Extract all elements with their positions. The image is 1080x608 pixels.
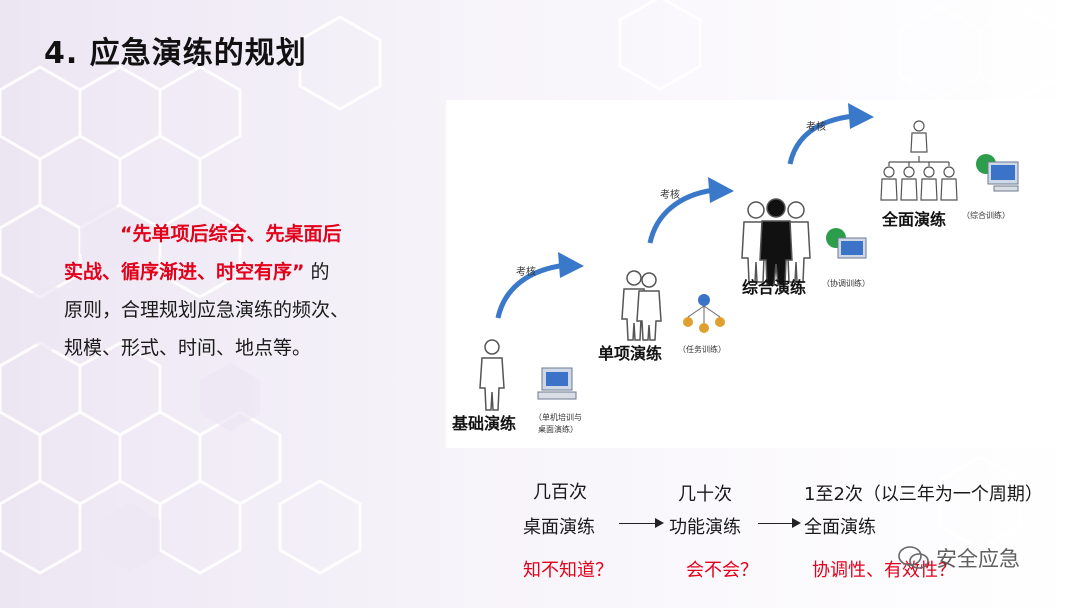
level-sub-combined: （协调训练） <box>822 279 870 288</box>
level-sub-basic-2: 桌面演练） <box>538 425 578 434</box>
progress-arrows <box>495 103 874 319</box>
person-basic-icon <box>479 339 505 411</box>
level-label-combined: 综合演练 <box>742 278 807 297</box>
question-full: 协调性、有效性？ <box>812 560 956 581</box>
principle-paragraph: “先单项后综合、先桌面后 实战、循序渐进、时空有序” 的 原则，合理规划应急演练… <box>64 215 404 367</box>
arrow-label-1: 考核 <box>516 267 536 278</box>
arrow-label-2: 考核 <box>660 190 680 201</box>
wechat-logo-icon <box>898 546 929 569</box>
principle-quote-line2: 实战、循序渐进、时空有序” <box>64 261 305 283</box>
globe-computer-icon-1 <box>826 228 867 259</box>
drill-type-tabletop: 桌面演练 <box>523 517 595 538</box>
person-single-icon <box>621 270 662 341</box>
freq-count-tabletop: 几百次 <box>533 482 587 503</box>
arrow-1-head <box>655 518 664 528</box>
computer-icon-1 <box>537 367 577 400</box>
level-sub-full: （综合训练） <box>962 211 1010 220</box>
question-tabletop: 知不知道？ <box>523 560 613 581</box>
person-combined-icon <box>741 198 811 286</box>
page-title: 4. 应急演练的规划 <box>44 36 307 71</box>
principle-suffix: 的 <box>310 261 330 283</box>
principle-line4: 规模、形式、时间、地点等。 <box>64 337 312 359</box>
arrow-2-line <box>758 523 794 524</box>
principle-line3: 原则，合理规划应急演练的频次、 <box>64 299 350 321</box>
globe-computer-icon-2 <box>976 154 1019 192</box>
level-sub-basic-1: （单机培训与 <box>534 413 582 422</box>
level-label-full: 全面演练 <box>882 210 947 229</box>
arrow-label-3: 考核 <box>806 122 826 133</box>
drill-type-full: 全面演练 <box>804 517 876 538</box>
arrow-1-line <box>619 523 657 524</box>
drill-progression-figure: 考核 考核 考核 基础演练 （单机培训与 桌面演练） 单项演练 （任务训练） 综… <box>446 100 1058 448</box>
freq-count-functional: 几十次 <box>678 484 732 505</box>
freq-count-full: 1至2次（以三年为一个周期） <box>804 484 1043 505</box>
drill-progression-art <box>479 103 1019 411</box>
org-chart-icon <box>880 120 958 201</box>
level-label-basic: 基础演练 <box>452 414 517 433</box>
question-functional: 会不会？ <box>686 560 758 581</box>
drill-type-functional: 功能演练 <box>669 517 741 538</box>
network-icon <box>683 294 725 333</box>
principle-quote-line1: “先单项后综合、先桌面后 <box>120 223 342 245</box>
arrow-2-head <box>792 518 801 528</box>
level-label-single: 单项演练 <box>598 344 663 363</box>
level-sub-single: （任务训练） <box>678 345 726 354</box>
watermark-text: 安全应急 <box>936 547 1020 571</box>
